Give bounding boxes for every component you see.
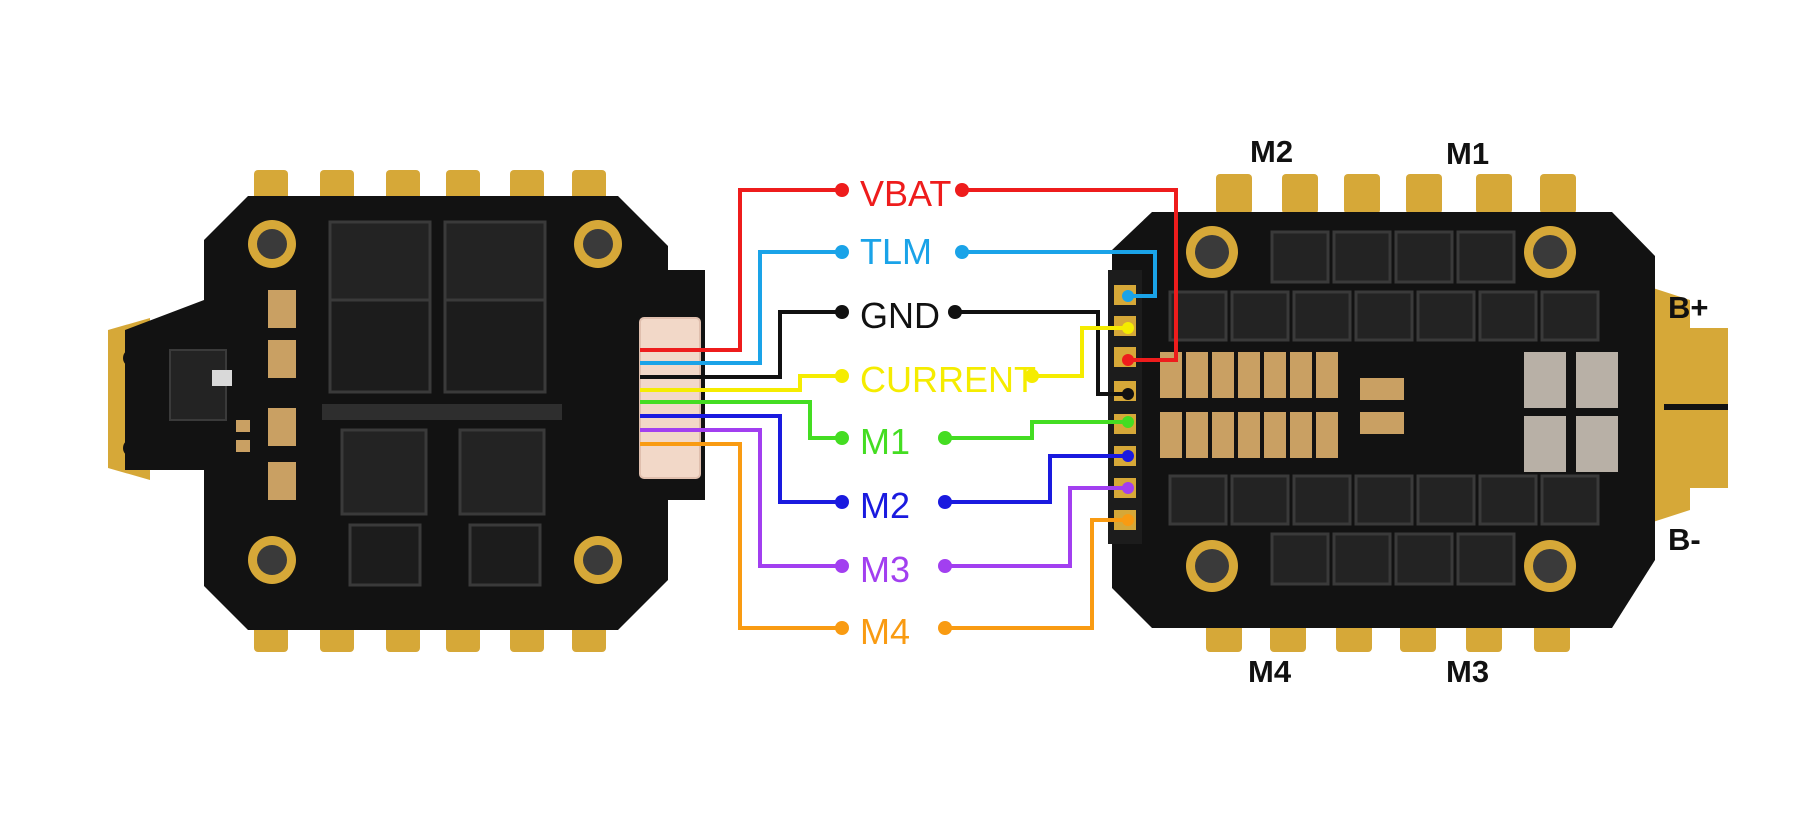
- esc-label-top-left: M2: [1250, 134, 1293, 169]
- esc-label-battery-positive: B+: [1668, 290, 1709, 325]
- wire-dot-m4-right: [938, 621, 952, 635]
- wire-right-m4: [945, 518, 1128, 630]
- wire-dot-m4-left: [835, 621, 849, 635]
- wire-dot-m2-right: [938, 495, 952, 509]
- wire-right-gnd: [955, 310, 1128, 396]
- wire-right-current: [1032, 326, 1128, 378]
- esc-shunt-resistors: [1524, 352, 1618, 472]
- esc-label-bottom-left: M4: [1248, 654, 1292, 689]
- wire-left-tlm: [640, 250, 842, 365]
- wire-dot-current-left: [835, 369, 849, 383]
- signal-label-m3: M3: [860, 549, 910, 590]
- wire-left-current: [640, 374, 842, 392]
- esc-label-top-right: M1: [1446, 136, 1489, 171]
- wire-left-m4: [640, 442, 842, 630]
- fc-chips: [169, 220, 562, 587]
- wire-pad-dot-current: [1122, 322, 1134, 334]
- wire-dot-gnd-right: [948, 305, 962, 319]
- wires: [640, 183, 1178, 635]
- wire-pad-dot-m4: [1122, 514, 1134, 526]
- wire-pad-dot-gnd: [1122, 388, 1134, 400]
- wire-left-vbat: [640, 188, 842, 352]
- wire-right-m2: [945, 454, 1128, 504]
- wire-dot-m3-left: [835, 559, 849, 573]
- signal-label-tlm: TLM: [860, 231, 932, 272]
- esc-label-battery-negative: B-: [1668, 522, 1701, 557]
- esc-signal-strip: [1108, 270, 1142, 544]
- wire-dot-tlm-right: [955, 245, 969, 259]
- wire-right-vbat: [962, 188, 1178, 362]
- esc-mount-holes: [1186, 226, 1576, 592]
- signal-label-vbat: VBAT: [860, 173, 951, 214]
- fc-connector: [639, 317, 701, 479]
- wire-dot-vbat-left: [835, 183, 849, 197]
- wire-dot-current-right: [1025, 369, 1039, 383]
- wire-right-m3: [945, 486, 1128, 568]
- esc-label-bottom-right: M3: [1446, 654, 1489, 689]
- wire-left-m3: [640, 428, 842, 568]
- esc-top-pads: [1216, 174, 1576, 214]
- wire-dot-vbat-right: [955, 183, 969, 197]
- esc-capacitor-bank: [1160, 352, 1404, 458]
- wire-right-tlm: [962, 250, 1157, 298]
- signal-labels: VBAT TLM GND CURRENT M1 M2 M3 M4: [860, 173, 1036, 652]
- wire-left-m2: [640, 414, 842, 504]
- signal-label-m1: M1: [860, 421, 910, 462]
- wire-dot-m1-left: [835, 431, 849, 445]
- wire-right-m1: [945, 420, 1128, 440]
- signal-label-m4: M4: [860, 611, 910, 652]
- wire-dot-m3-right: [938, 559, 952, 573]
- signal-label-m2: M2: [860, 485, 910, 526]
- wire-left-m1: [640, 400, 842, 440]
- wire-pad-dot-m2: [1122, 450, 1134, 462]
- wire-dot-tlm-left: [835, 245, 849, 259]
- esc-mosfets: [1168, 230, 1600, 586]
- wire-dot-m1-right: [938, 431, 952, 445]
- esc-labels: M2 M1 M4 M3 B+ B-: [1248, 134, 1709, 689]
- fc-mount-holes: [248, 220, 622, 584]
- wire-dot-m2-left: [835, 495, 849, 509]
- signal-label-gnd: GND: [860, 295, 940, 336]
- wire-pad-dot-m1: [1122, 416, 1134, 428]
- wire-dot-gnd-left: [835, 305, 849, 319]
- fc-capacitors: [212, 290, 296, 500]
- wire-pad-dot-tlm: [1122, 290, 1134, 302]
- wire-pad-dot-m3: [1122, 482, 1134, 494]
- esc-board: [1108, 174, 1728, 652]
- wire-pad-dot-vbat: [1122, 354, 1134, 366]
- wire-left-gnd: [640, 310, 842, 379]
- flight-controller-board: [108, 170, 705, 652]
- signal-label-current: CURRENT: [860, 359, 1036, 400]
